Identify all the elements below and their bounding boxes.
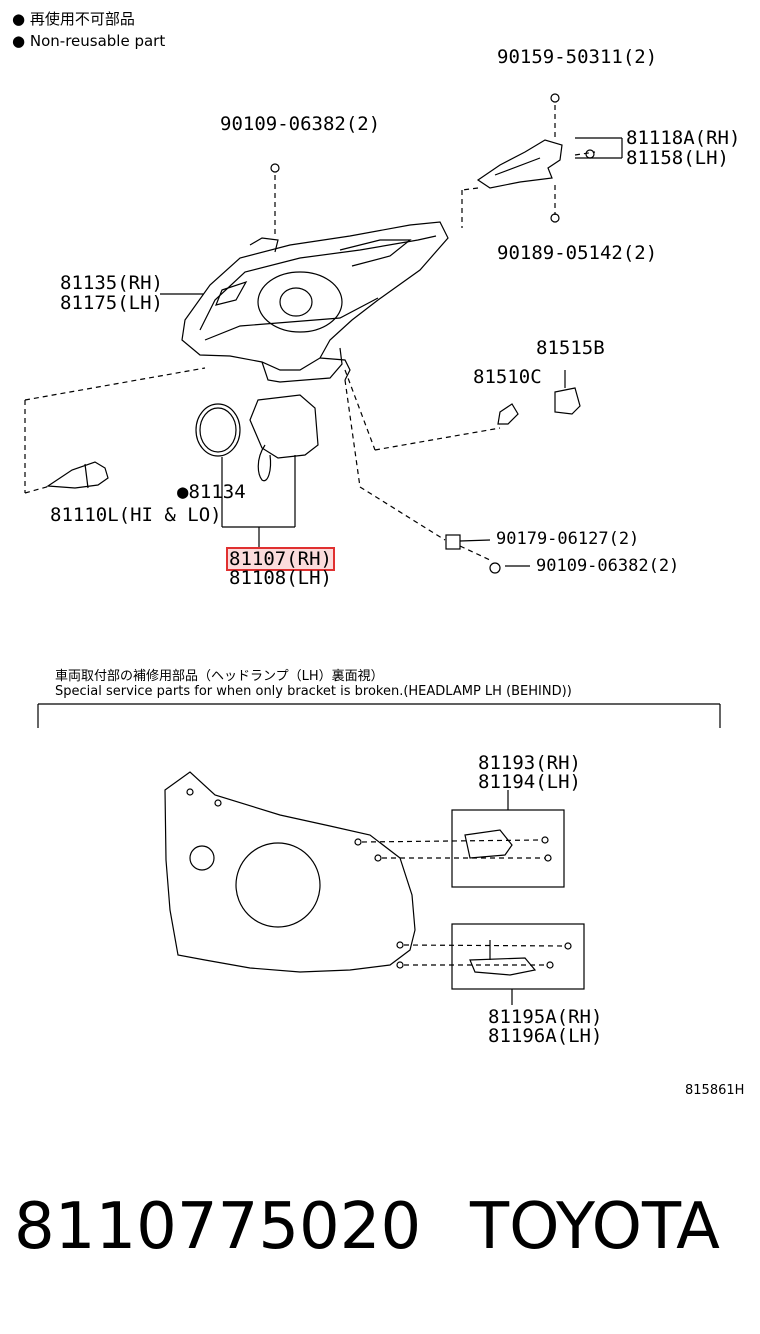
part-label-81134[interactable]: ●81134 — [177, 481, 246, 503]
bulb-81515-art — [554, 370, 581, 415]
part-label-90179[interactable]: 90179-06127(2) — [496, 529, 640, 549]
footer-brand: TOYOTA — [470, 1190, 720, 1264]
part-label-81515[interactable]: 81515B — [536, 337, 605, 359]
service-note-jp: 車両取付部の補修用部品（ヘッドランプ（LH）裏面視） — [55, 669, 384, 684]
part-label-90189[interactable]: 90189-05142(2) — [497, 242, 658, 264]
bulb-81110-art — [46, 461, 109, 489]
service-section-frame — [37, 703, 721, 728]
footer-part-number: 8110775020 — [14, 1190, 422, 1264]
part-label-81194[interactable]: 81194(LH) — [478, 771, 581, 793]
bulb-81510-art — [497, 403, 519, 425]
part-label-81108[interactable]: 81108(LH) — [229, 567, 332, 589]
part-label-81510[interactable]: 81510C — [473, 366, 542, 388]
part-label-81135[interactable]: 81135(RH) — [60, 272, 163, 294]
part-number-leaders — [160, 137, 623, 1005]
rear-dashed-leaders — [361, 839, 566, 966]
part-label-81196[interactable]: 81196A(LH) — [488, 1025, 603, 1047]
headlamp-housing-art — [181, 221, 449, 383]
bracket-box-81195 — [451, 923, 585, 990]
bulb-socket-art — [195, 394, 319, 548]
part-label-81193[interactable]: 81193(RH) — [478, 752, 581, 774]
part-label-90109-bottom[interactable]: 90109-06382(2) — [536, 556, 680, 576]
bullet-icon: ● — [12, 32, 26, 50]
bracket-81118-art — [270, 93, 595, 223]
dashed-leaders — [24, 105, 596, 561]
part-label-81110[interactable]: 81110L(HI & LO) — [50, 504, 222, 526]
bracket-box-81193 — [451, 809, 565, 888]
part-label-90159[interactable]: 90159-50311(2) — [497, 46, 658, 68]
legend-text-en: Non-reusable part — [29, 32, 166, 50]
part-label-81175[interactable]: 81175(LH) — [60, 292, 163, 314]
part-label-90109-top[interactable]: 90109-06382(2) — [220, 113, 381, 135]
part-label-81158[interactable]: 81158(LH) — [626, 147, 729, 169]
clip-screw-art — [445, 534, 501, 574]
part-label-81107-highlighted[interactable]: 81107(RH) — [226, 547, 335, 571]
legend-text-jp: 再使用不可部品 — [29, 10, 135, 28]
part-label-81118[interactable]: 81118A(RH) — [626, 127, 741, 149]
rear-housing-art — [164, 771, 416, 973]
legend-non-reusable-jp: ● 再使用不可部品 — [12, 9, 135, 30]
legend-non-reusable-en: ● Non-reusable part — [12, 31, 165, 52]
bullet-icon: ● — [12, 10, 26, 28]
service-note-en: Special service parts for when only brac… — [55, 684, 572, 699]
part-label-81195[interactable]: 81195A(RH) — [488, 1006, 603, 1028]
figure-code: 815861H — [685, 1083, 745, 1098]
